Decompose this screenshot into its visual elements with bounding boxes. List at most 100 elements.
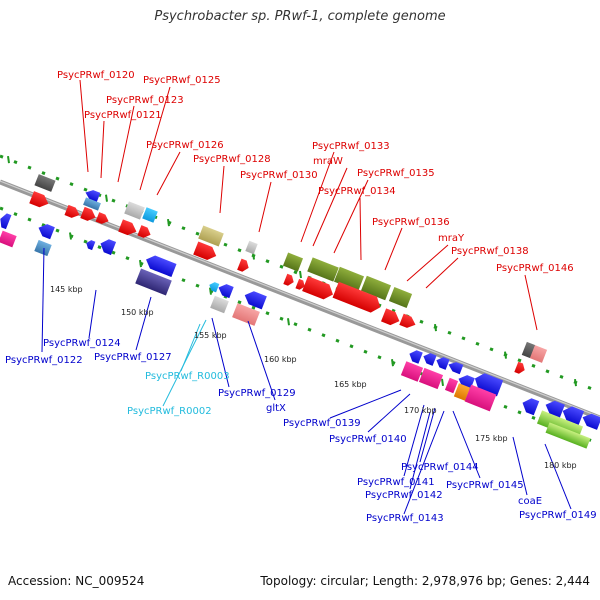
leader-line: [359, 197, 362, 261]
tick-mark: [335, 338, 340, 343]
gene-label-reverse: PsycPRwf_0127: [94, 352, 172, 363]
leader-line: [300, 151, 335, 243]
gene-label-reverse: PsycPRwf_0124: [43, 338, 121, 349]
forward-gene-arrow: [295, 278, 305, 290]
reverse-gene-arrow: [562, 406, 585, 426]
gene-label-reverse: PsycPRwf_0149: [519, 510, 597, 521]
gene-block: [34, 239, 52, 257]
scale-label: 170 kbp: [404, 406, 437, 415]
gene-label-forward: PsycPRwf_0146: [496, 263, 574, 274]
scale-label: 160 kbp: [264, 355, 297, 364]
topology-summary: Topology: circular; Length: 2,978,976 bp…: [260, 574, 590, 588]
tick-mark: [419, 319, 424, 324]
gene-label-reverse: PsycPRwf_0140: [329, 434, 407, 445]
gene-label-reverse: PsycPRwf_0141: [357, 477, 435, 488]
reverse-gene-arrow: [522, 398, 540, 416]
tick-mark: [531, 415, 536, 420]
tick-mark: [195, 283, 200, 288]
tick-mark: [111, 198, 116, 203]
forward-gene-arrow: [514, 361, 525, 374]
scale-label: 165 kbp: [334, 380, 367, 389]
tick-mark: [237, 300, 242, 305]
tick-mark: [265, 311, 270, 316]
tick-mark: [587, 385, 592, 390]
tick-mark: [41, 171, 46, 176]
forward-gene-arrow: [283, 273, 294, 286]
forward-gene-arrow: [137, 225, 151, 238]
gene-block: [444, 377, 459, 394]
gene-label-forward: PsycPRwf_0123: [106, 95, 184, 106]
gene-label-rna: PsycPRwf_R0003: [145, 371, 230, 382]
tick-mark: [55, 228, 60, 233]
tick-mark: [27, 165, 32, 170]
forward-gene-arrow: [302, 276, 333, 300]
reverse-gene-arrow: [85, 190, 101, 203]
gene-block: [83, 197, 101, 211]
tick-mark: [475, 341, 480, 346]
gene-block: [400, 361, 424, 382]
tick-mark: [0, 206, 4, 211]
tick-mark: [251, 305, 256, 310]
tick-mark: [279, 264, 284, 269]
tick-mark: [503, 404, 508, 409]
leader-line: [406, 244, 449, 282]
gene-label-reverse: PsycPRwf_0122: [5, 355, 83, 366]
tick-mark: [517, 410, 522, 415]
gene-block: [282, 252, 304, 272]
tick-mark: [441, 378, 444, 386]
gene-block: [360, 275, 392, 301]
leader-line: [452, 410, 481, 479]
tick-mark: [279, 316, 284, 321]
reverse-gene-arrow: [448, 362, 464, 375]
gene-block: [307, 257, 339, 282]
gene-label-forward: PsycPRwf_0130: [240, 170, 318, 181]
gene-label-reverse: PsycPRwf_0139: [283, 418, 361, 429]
leader-line: [258, 181, 272, 233]
tick-mark: [13, 212, 18, 217]
forward-gene-arrow: [64, 204, 80, 218]
tick-mark: [83, 187, 88, 192]
forward-gene-arrow: [332, 281, 381, 313]
gene-block: [418, 367, 444, 390]
leader-line: [333, 179, 369, 254]
leader-line: [117, 105, 135, 183]
leader-line: [384, 227, 403, 271]
gene-block: [210, 295, 229, 314]
gene-block: [135, 268, 172, 296]
scale-labels: 145 kbp 150 kbp 155 kbp 160 kbp 165 kbp …: [50, 285, 577, 470]
gene-label-reverse: coaE: [518, 496, 542, 507]
reverse-gene-arrow: [38, 224, 55, 240]
gene-block: [529, 345, 548, 363]
tick-mark: [321, 333, 326, 338]
leader-line: [211, 317, 230, 388]
scale-label: 180 kbp: [544, 461, 577, 470]
forward-gene-arrow: [399, 313, 416, 328]
leader-line: [79, 79, 89, 173]
tick-mark: [574, 379, 577, 387]
tick-mark: [223, 242, 228, 247]
leader-line: [403, 410, 445, 515]
tick-mark: [69, 182, 74, 187]
tick-mark: [531, 363, 536, 368]
tick-mark: [181, 226, 186, 231]
tick-mark: [287, 318, 290, 326]
tick-mark: [195, 231, 200, 236]
reverse-gene-arrow: [218, 284, 234, 299]
forward-gene-arrow: [381, 308, 400, 326]
reverse-gene-arrow: [244, 291, 267, 310]
tick-mark: [504, 351, 507, 359]
leader-line: [156, 151, 181, 196]
tick-mark: [223, 294, 228, 299]
accession-text: Accession: NC_009524: [8, 574, 145, 588]
gene-label-reverse: PsycPRwf_0129: [218, 388, 296, 399]
gene-block: [0, 230, 17, 248]
gene-block: [388, 287, 413, 308]
tick-mark: [517, 358, 522, 363]
map-title: Psychrobacter sp. PRwf-1, complete genom…: [154, 9, 446, 24]
gene-label-forward: PsycPRwf_0125: [143, 75, 221, 86]
gene-labels: PsycPRwf_0120 PsycPRwf_0125 PsycPRwf_012…: [5, 70, 597, 524]
tick-mark: [0, 154, 4, 159]
leader-line: [409, 411, 431, 490]
